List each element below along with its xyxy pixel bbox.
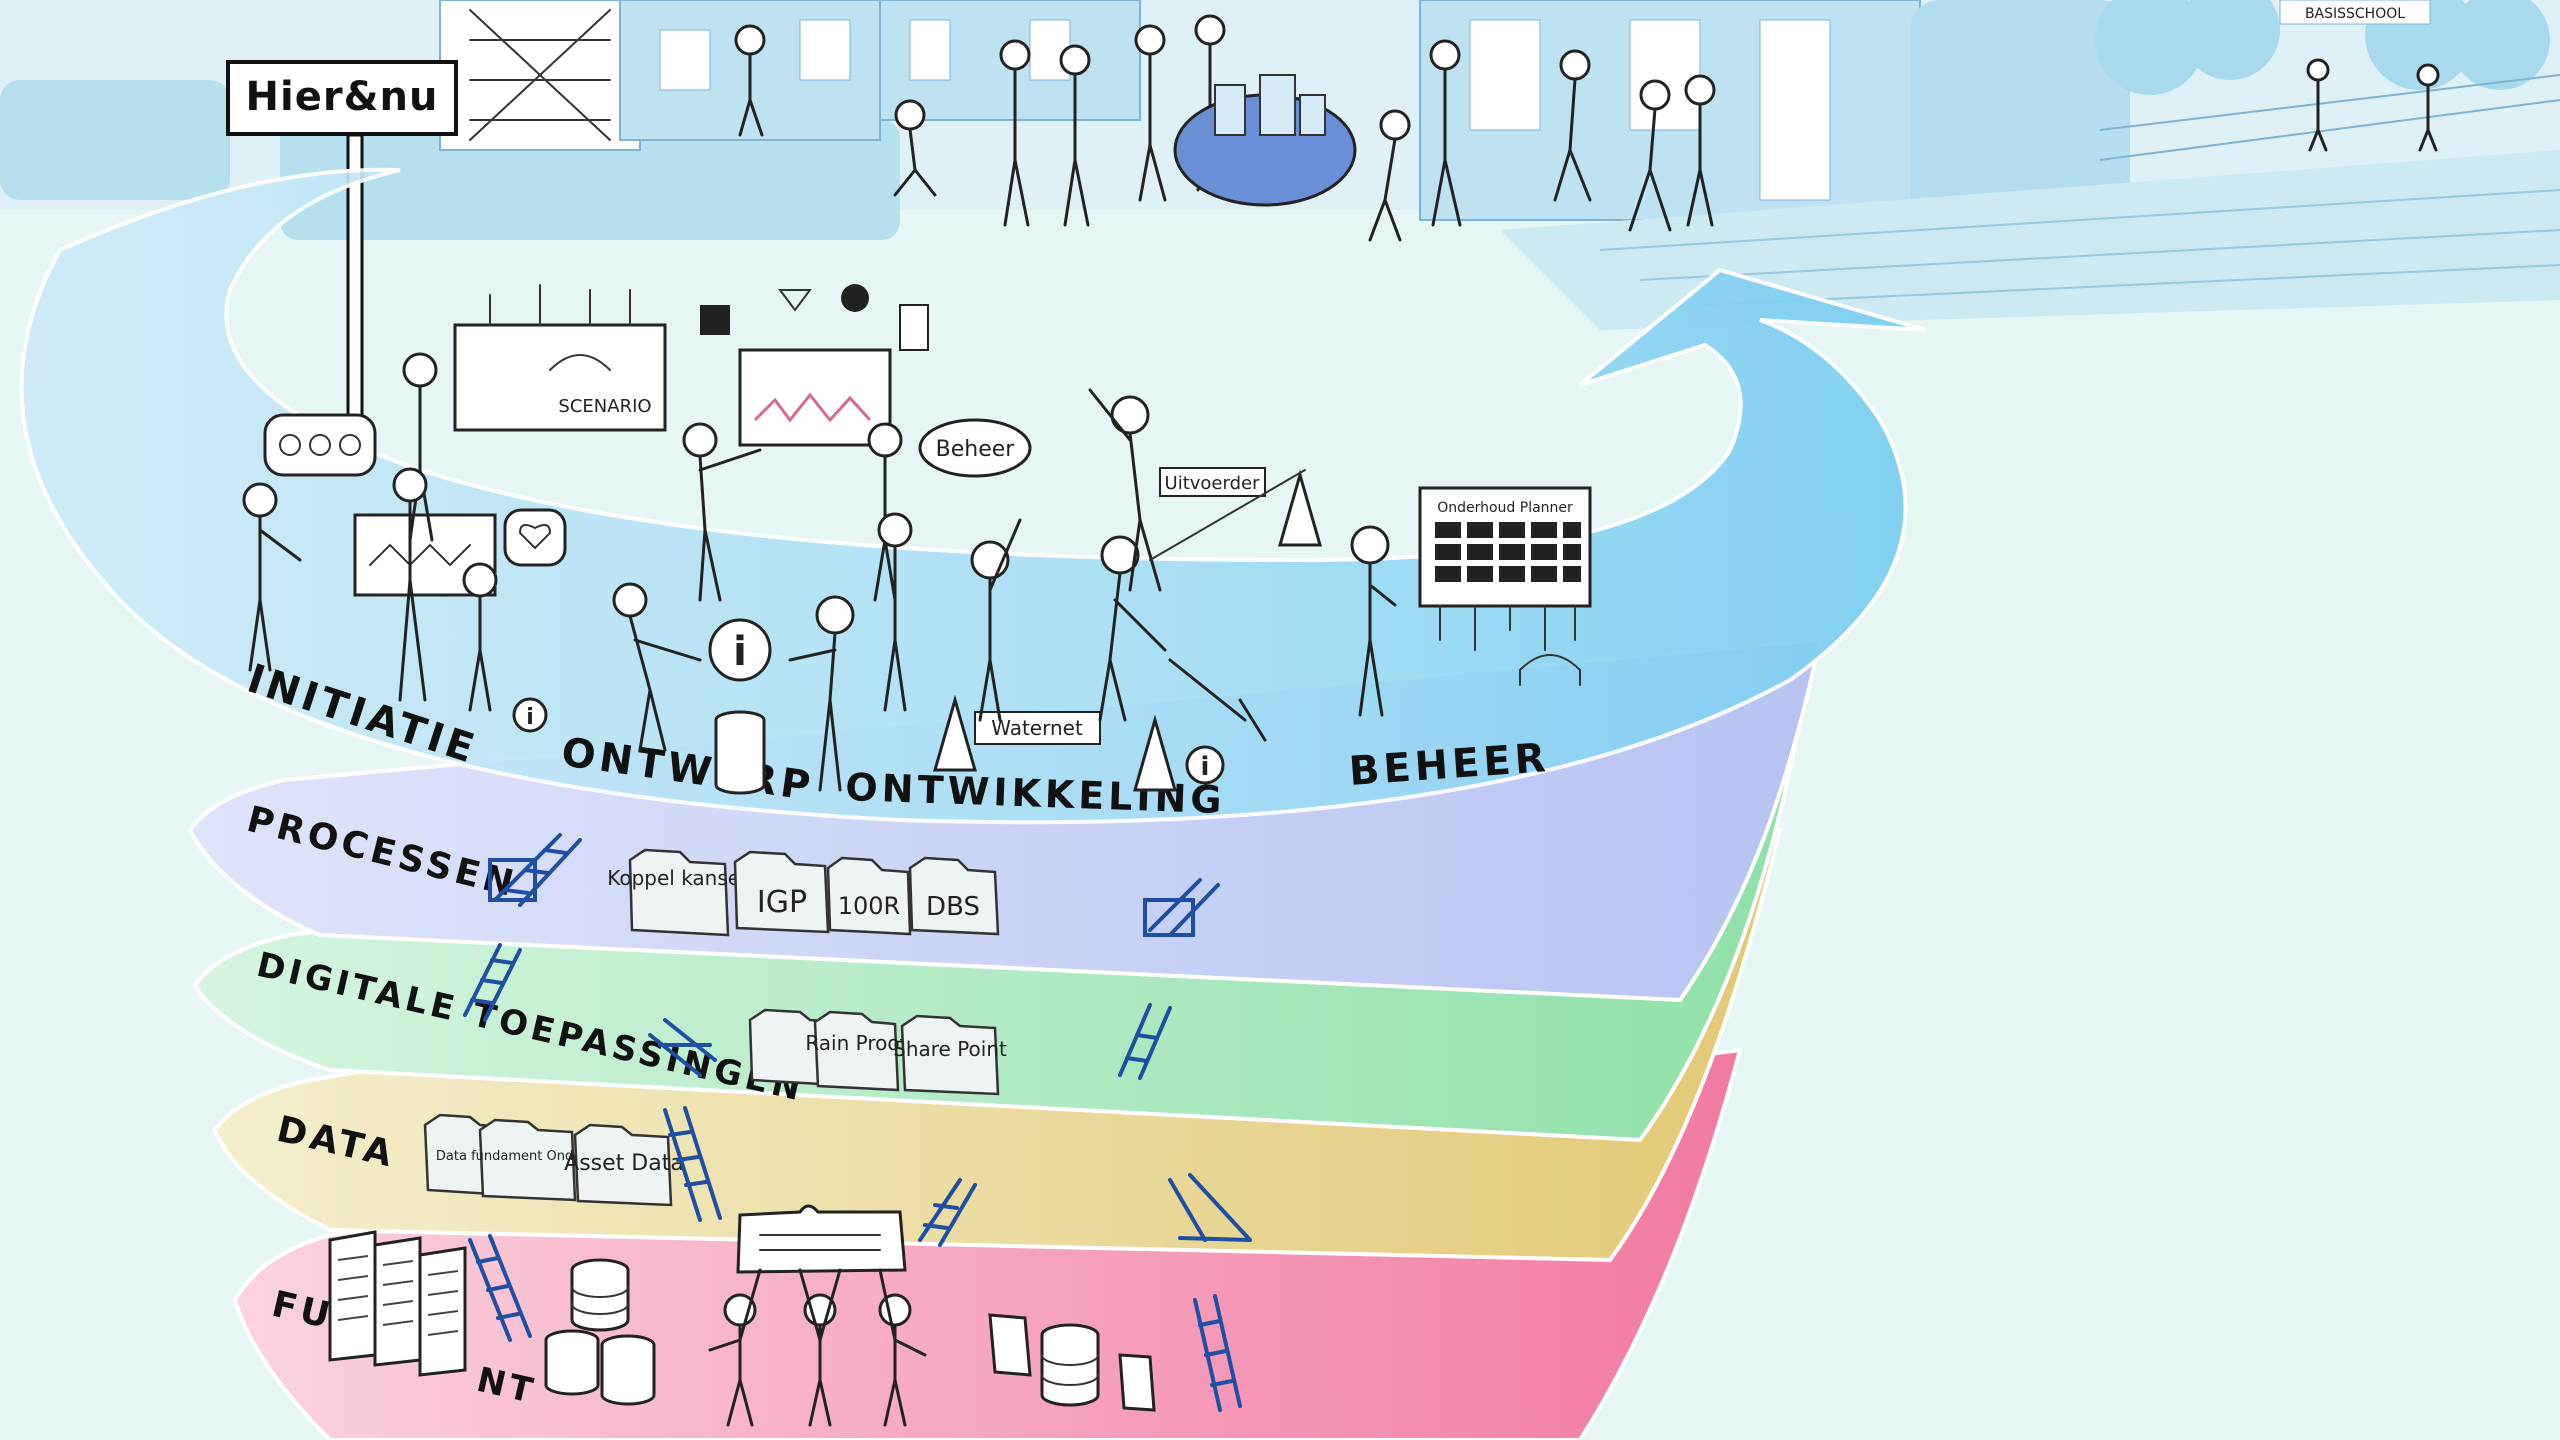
svg-text:i: i (733, 629, 747, 675)
folder-koppel-kansen: Koppel kansen (607, 848, 753, 937)
initiatie-illustrations: SCENARIO Beheer i (242, 284, 1032, 795)
town-background: BASISSCHOOL (0, 0, 2560, 330)
folder-label: Rain Proof (805, 1031, 907, 1055)
whiteboard (353, 513, 497, 597)
server-rack-icon (328, 1230, 467, 1377)
ladder (918, 1178, 977, 1247)
beheerder-person (1350, 525, 1397, 717)
ladder (468, 1234, 532, 1342)
hier-en-nu-sign: Hier&nu (226, 60, 458, 467)
processen-folders: Koppel kansen IGP 100R DBS (607, 848, 1000, 937)
svg-text:i: i (526, 705, 534, 730)
folder-label: DBS (926, 892, 980, 922)
data-folders: Data fundament Ondergrond Asset Data (423, 1113, 684, 1207)
ladder (488, 833, 582, 907)
fundament-illustrations (328, 1204, 1156, 1427)
folder-label: 100R (838, 892, 900, 920)
database-icon (544, 1258, 656, 1406)
ladder (1168, 1173, 1252, 1242)
hier-en-nu-label: Hier&nu (246, 74, 439, 120)
ladders (463, 833, 1252, 1412)
design-board (700, 284, 929, 447)
svg-text:i: i (1201, 752, 1210, 782)
waternet-label: Waternet (991, 716, 1083, 740)
document-icon (988, 1313, 1156, 1412)
construction-workers (970, 388, 1306, 742)
info-icon: i i (512, 697, 1225, 785)
folder-dbs: DBS (908, 856, 1000, 936)
traffic-cone-icon (933, 469, 1322, 792)
beheer-bubble-label: Beheer (936, 437, 1016, 462)
ladder (463, 943, 522, 1022)
folder-100r: 100R (826, 856, 912, 936)
feedback-speech-bubble (263, 413, 377, 477)
waternet-tag: Waternet (974, 711, 1101, 745)
folder-rain-proof: Rain Proof (805, 1010, 908, 1092)
ladder (1193, 1294, 1242, 1412)
scenario-board: SCENARIO (453, 284, 667, 432)
onderhoud-planner-label: Onderhoud Planner (1437, 500, 1573, 516)
folder-share-point: Share Point (893, 1014, 1007, 1096)
ladder (663, 1106, 722, 1222)
ladder (1143, 878, 1220, 937)
scenario-label: SCENARIO (558, 396, 651, 417)
folder-label: Koppel kansen (607, 866, 753, 890)
folder-label: IGP (757, 885, 807, 920)
heart-speech-bubble (503, 508, 567, 567)
ontwikkeling-illustrations: Waternet Uitvoerder i i (512, 388, 1322, 792)
folder-asset-data: Asset Data (564, 1123, 684, 1207)
city-model (1173, 74, 1357, 207)
database-icon (1040, 1323, 1100, 1407)
school-sign-label: BASISSCHOOL (2305, 6, 2405, 22)
folder-label: Share Point (893, 1037, 1007, 1061)
uitvoerder-label: Uitvoerder (1165, 473, 1261, 494)
people-holding-puzzle (708, 1268, 927, 1427)
lifecycle-arrow (19, 167, 1926, 825)
onderhoud-planner-board: Onderhoud Planner (1418, 486, 1592, 686)
people-initiatie (242, 352, 913, 792)
ladder (1118, 1003, 1172, 1080)
beheer-illustrations: Onderhoud Planner (1350, 486, 1592, 717)
beheer-thought-bubble: Beheer (918, 418, 1032, 478)
digitale-folders: Rain Proof Share Point (748, 1008, 1007, 1096)
folder-label: Asset Data (564, 1151, 684, 1176)
info-icon: i (708, 618, 772, 795)
puzzle-icon (736, 1204, 907, 1274)
uitvoerder-tag: Uitvoerder (1159, 467, 1266, 497)
folder-igp: IGP (733, 850, 830, 934)
ladder (648, 1018, 717, 1077)
